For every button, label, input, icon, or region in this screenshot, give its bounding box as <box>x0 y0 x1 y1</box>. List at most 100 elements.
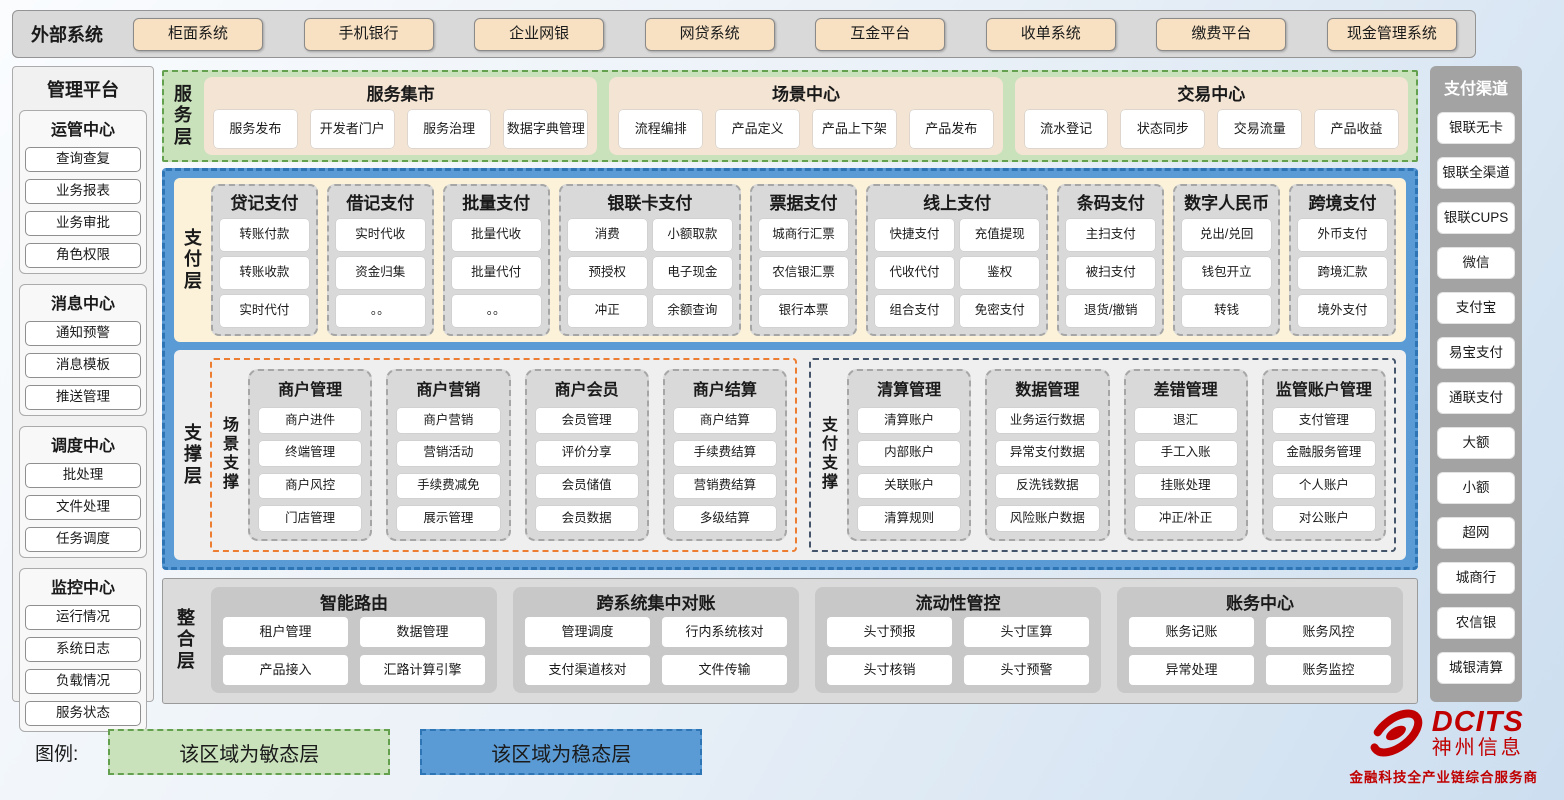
support-item-button[interactable]: 对公账户 <box>1272 506 1375 531</box>
service-item-button[interactable]: 流水登记 <box>1024 110 1108 148</box>
channel-button[interactable]: 易宝支付 <box>1437 337 1515 369</box>
management-item-button[interactable]: 运行情况 <box>25 605 141 630</box>
management-item-button[interactable]: 任务调度 <box>25 527 141 552</box>
channel-button[interactable]: 大额 <box>1437 427 1515 459</box>
support-item-button[interactable]: 会员管理 <box>535 408 638 433</box>
payment-item-button[interactable]: 实时代收 <box>335 219 425 251</box>
support-item-button[interactable]: 异常支付数据 <box>996 440 1099 466</box>
management-item-button[interactable]: 业务审批 <box>25 211 141 236</box>
service-item-button[interactable]: 产品定义 <box>716 110 799 148</box>
service-item-button[interactable]: 产品发布 <box>909 110 993 148</box>
integration-item-button[interactable]: 账务监控 <box>1266 655 1391 685</box>
integration-item-button[interactable]: 汇路计算引擎 <box>360 655 485 685</box>
payment-item-button[interactable]: 消费 <box>567 219 647 251</box>
management-item-button[interactable]: 服务状态 <box>25 701 141 726</box>
support-item-button[interactable]: 个人账户 <box>1272 473 1375 499</box>
payment-item-button[interactable]: 。。 <box>451 295 541 327</box>
channel-button[interactable]: 农信银 <box>1437 607 1515 639</box>
management-item-button[interactable]: 角色权限 <box>25 243 141 268</box>
payment-item-button[interactable]: 主扫支付 <box>1066 219 1156 251</box>
management-item-button[interactable]: 系统日志 <box>25 637 141 662</box>
support-item-button[interactable]: 内部账户 <box>858 440 961 466</box>
service-item-button[interactable]: 状态同步 <box>1121 110 1205 148</box>
payment-item-button[interactable]: 资金归集 <box>335 257 425 289</box>
service-item-button[interactable]: 交易流量 <box>1218 110 1302 148</box>
integration-item-button[interactable]: 头寸预警 <box>964 655 1089 685</box>
external-system-button[interactable]: 柜面系统 <box>133 17 263 51</box>
integration-item-button[interactable]: 账务风控 <box>1266 617 1391 647</box>
support-item-button[interactable]: 营销活动 <box>397 440 500 466</box>
payment-item-button[interactable]: 组合支付 <box>874 295 955 327</box>
payment-item-button[interactable]: 充值提现 <box>960 219 1040 251</box>
support-item-button[interactable]: 多级结算 <box>673 506 776 531</box>
support-item-button[interactable]: 手续费结算 <box>673 440 776 466</box>
payment-item-button[interactable]: 快捷支付 <box>874 219 955 251</box>
channel-button[interactable]: 超网 <box>1437 517 1515 549</box>
channel-button[interactable]: 小额 <box>1437 472 1515 504</box>
payment-item-button[interactable]: 跨境汇款 <box>1298 257 1387 289</box>
management-item-button[interactable]: 业务报表 <box>25 179 141 204</box>
payment-item-button[interactable]: 转账收款 <box>220 257 309 289</box>
payment-item-button[interactable]: 转钱 <box>1182 295 1272 327</box>
channel-button[interactable]: 微信 <box>1437 247 1515 279</box>
integration-item-button[interactable]: 异常处理 <box>1129 655 1254 685</box>
payment-item-button[interactable]: 兑出/兑回 <box>1182 219 1272 251</box>
support-item-button[interactable]: 退汇 <box>1134 408 1237 433</box>
integration-item-button[interactable]: 头寸核销 <box>827 655 952 685</box>
support-item-button[interactable]: 商户营销 <box>397 408 500 433</box>
support-item-button[interactable]: 金融服务管理 <box>1272 440 1375 466</box>
support-item-button[interactable]: 业务运行数据 <box>996 408 1099 433</box>
payment-item-button[interactable]: 农信银汇票 <box>759 257 848 289</box>
support-item-button[interactable]: 商户进件 <box>259 408 362 433</box>
support-item-button[interactable]: 挂账处理 <box>1134 473 1237 499</box>
channel-button[interactable]: 通联支付 <box>1437 382 1515 414</box>
service-item-button[interactable]: 开发者门户 <box>310 110 394 148</box>
management-item-button[interactable]: 消息模板 <box>25 353 141 378</box>
payment-item-button[interactable]: 鉴权 <box>960 257 1040 289</box>
payment-item-button[interactable]: 批量代付 <box>451 257 541 289</box>
integration-item-button[interactable]: 管理调度 <box>525 617 650 647</box>
support-item-button[interactable]: 清算规则 <box>858 506 961 531</box>
payment-item-button[interactable]: 退货/撤销 <box>1066 295 1156 327</box>
payment-item-button[interactable]: 境外支付 <box>1298 295 1387 327</box>
payment-item-button[interactable]: 银行本票 <box>759 295 848 327</box>
service-item-button[interactable]: 流程编排 <box>619 110 703 148</box>
management-item-button[interactable]: 负载情况 <box>25 669 141 694</box>
management-item-button[interactable]: 批处理 <box>25 463 141 488</box>
integration-item-button[interactable]: 行内系统核对 <box>662 617 787 647</box>
payment-item-button[interactable]: 批量代收 <box>451 219 541 251</box>
support-item-button[interactable]: 商户结算 <box>673 408 776 433</box>
payment-item-button[interactable]: 城商行汇票 <box>759 219 848 251</box>
integration-item-button[interactable]: 数据管理 <box>360 617 485 647</box>
integration-item-button[interactable]: 支付渠道核对 <box>525 655 650 685</box>
payment-item-button[interactable]: 电子现金 <box>652 257 733 289</box>
payment-item-button[interactable]: 外币支付 <box>1298 219 1387 251</box>
management-item-button[interactable]: 文件处理 <box>25 495 141 520</box>
support-item-button[interactable]: 关联账户 <box>858 473 961 499</box>
service-item-button[interactable]: 产品收益 <box>1315 110 1398 148</box>
payment-item-button[interactable]: 代收代付 <box>874 257 955 289</box>
external-system-button[interactable]: 企业网银 <box>474 17 605 51</box>
external-system-button[interactable]: 手机银行 <box>303 17 434 51</box>
channel-button[interactable]: 银联CUPS <box>1437 202 1515 234</box>
support-item-button[interactable]: 终端管理 <box>259 440 362 466</box>
support-item-button[interactable]: 会员储值 <box>535 473 638 499</box>
payment-item-button[interactable]: 预授权 <box>567 257 647 289</box>
support-item-button[interactable]: 商户风控 <box>259 473 362 499</box>
payment-item-button[interactable]: 被扫支付 <box>1066 257 1156 289</box>
support-item-button[interactable]: 会员数据 <box>535 506 638 531</box>
support-item-button[interactable]: 支付管理 <box>1272 408 1375 433</box>
management-item-button[interactable]: 通知预警 <box>25 321 141 346</box>
channel-button[interactable]: 银联无卡 <box>1437 112 1515 144</box>
payment-item-button[interactable]: 小额取款 <box>652 219 733 251</box>
support-item-button[interactable]: 展示管理 <box>397 506 500 531</box>
support-item-button[interactable]: 风险账户数据 <box>996 506 1099 531</box>
support-item-button[interactable]: 评价分享 <box>535 440 638 466</box>
service-item-button[interactable]: 数据字典管理 <box>504 110 588 148</box>
payment-item-button[interactable]: 实时代付 <box>220 295 309 327</box>
external-system-button[interactable]: 缴费平台 <box>1156 17 1287 51</box>
external-system-button[interactable]: 网贷系统 <box>644 17 775 51</box>
external-system-button[interactable]: 现金管理系统 <box>1326 17 1457 51</box>
support-item-button[interactable]: 手工入账 <box>1134 440 1237 466</box>
support-item-button[interactable]: 反洗钱数据 <box>996 473 1099 499</box>
